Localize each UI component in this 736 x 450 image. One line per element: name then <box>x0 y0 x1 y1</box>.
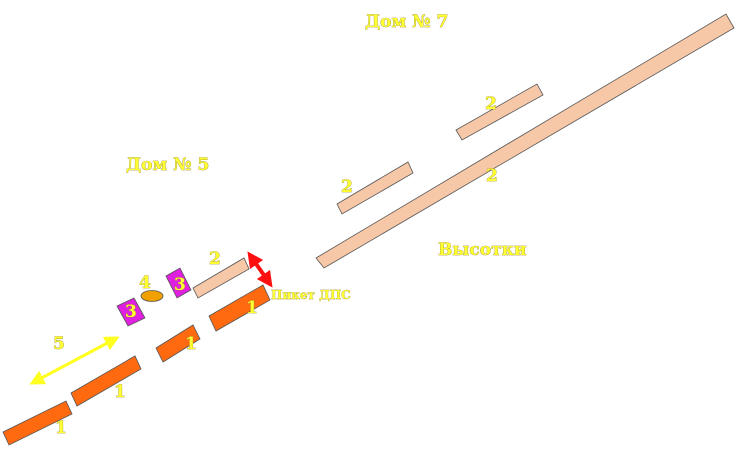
house-7-label: Дом № 7 <box>365 12 448 32</box>
yellow-double-arrow <box>29 336 120 385</box>
number-2-long: 2 <box>486 166 498 186</box>
number-4: 4 <box>139 273 151 293</box>
upper-building-strip <box>455 83 544 141</box>
barrier-segment-1 <box>2 400 73 446</box>
small-building-strip <box>192 257 250 299</box>
number-1-segment2: 1 <box>114 382 126 402</box>
number-2-upper: 2 <box>485 94 497 114</box>
magenta-marker-right <box>165 267 192 299</box>
number-5: 5 <box>53 334 65 354</box>
ellipse-marker <box>140 290 164 302</box>
number-3-left: 3 <box>125 302 137 322</box>
highrises-label: Высотки <box>438 240 527 260</box>
number-1-segment1: 1 <box>55 418 67 438</box>
number-2-small: 2 <box>209 249 221 269</box>
house-5-label: Дом № 5 <box>126 155 209 175</box>
barrier-segment-3 <box>155 324 201 363</box>
middle-building-strip <box>336 161 414 215</box>
post-dps-label: Пикет ДПС <box>271 288 351 302</box>
barrier-segment-2 <box>70 355 142 407</box>
magenta-marker-left <box>116 297 146 327</box>
red-double-arrow <box>247 251 273 288</box>
number-1-segment4: 1 <box>246 298 258 318</box>
number-2-middle: 2 <box>341 177 353 197</box>
barrier-segment-4 <box>208 284 271 332</box>
long-highrise-strip <box>315 13 735 269</box>
number-3-right: 3 <box>174 275 186 295</box>
number-1-segment3: 1 <box>185 334 197 354</box>
